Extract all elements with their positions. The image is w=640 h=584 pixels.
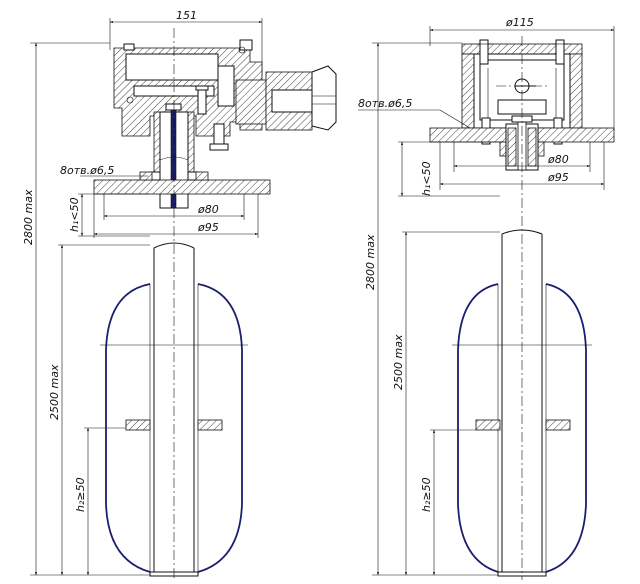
right-d95-label: ø95 — [547, 171, 569, 184]
left-guide-tube — [153, 156, 195, 572]
left-h2-dimension: h₂≥50 — [74, 427, 130, 576]
left-width-label: 151 — [176, 9, 197, 22]
left-height-dimension: 2800 max — [22, 42, 150, 576]
left-width-dimension: 151 — [109, 9, 263, 75]
left-flange: 8отв.ø6,5 — [60, 164, 271, 195]
left-d95-label: ø95 — [197, 221, 219, 234]
right-d80-label: ø80 — [547, 153, 569, 166]
right-width-dimension: ø115 — [429, 16, 615, 130]
right-h2-label: h₂≥50 — [420, 477, 433, 512]
right-h1-label: h₁<50 — [420, 161, 433, 196]
left-h1-label: h₁<50 — [68, 197, 81, 232]
right-height-max-label: 2800 max — [364, 234, 377, 290]
left-holes-label: 8отв.ø6,5 — [60, 164, 114, 177]
left-diameter-dimensions: ø80 ø95 — [93, 194, 259, 238]
right-float-dimension: 2500 max — [392, 231, 500, 576]
right-h1-dimension: h₁<50 — [398, 141, 500, 197]
right-view: 2800 max 2500 max h₂≥50 ø115 — [358, 16, 615, 580]
left-h2-label: h₂≥50 — [74, 477, 87, 512]
right-height-dimension: 2800 max — [364, 42, 500, 576]
right-float-max-label: 2500 max — [392, 334, 405, 390]
left-view: 2800 max 2500 max h₂≥50 151 — [22, 9, 337, 580]
right-holes-label: 8отв.ø6,5 — [358, 97, 412, 110]
right-width-label: ø115 — [505, 16, 534, 29]
left-housing — [113, 39, 337, 151]
left-float-max-label: 2500 max — [48, 364, 61, 420]
left-float — [100, 283, 248, 573]
right-float — [452, 283, 592, 573]
left-h1-dimension: h₁<50 — [68, 193, 150, 237]
left-float-dimension: 2500 max — [48, 244, 150, 576]
right-h2-dimension: h₂≥50 — [420, 429, 478, 576]
left-d80-label: ø80 — [197, 203, 219, 216]
left-height-max-label: 2800 max — [22, 189, 35, 245]
right-neck — [499, 115, 545, 171]
